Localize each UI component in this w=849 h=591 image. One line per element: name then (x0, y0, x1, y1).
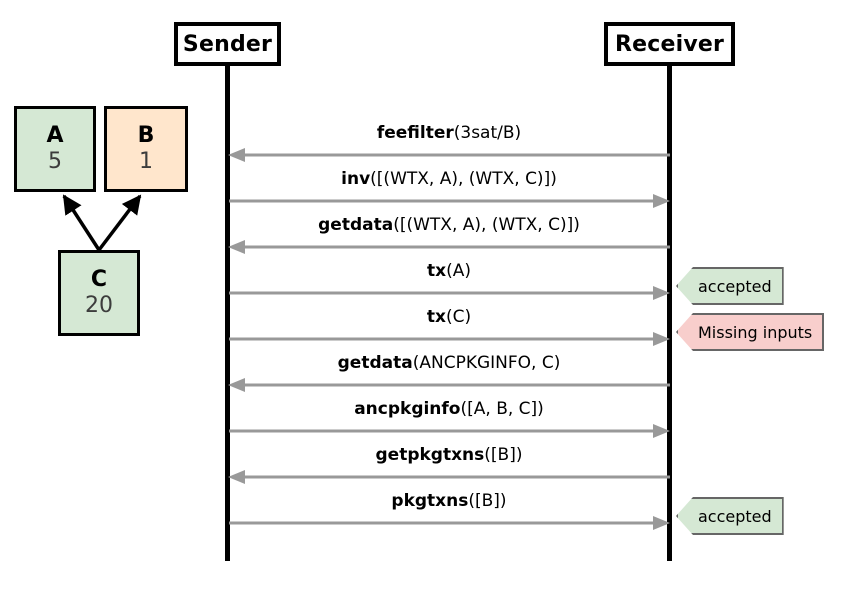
status-badge-accepted: accepted (676, 267, 784, 305)
tx-b-value: 1 (139, 148, 153, 174)
message-args: ([B]) (468, 491, 507, 511)
status-badge-label: accepted (698, 506, 772, 526)
status-badge-label: Missing inputs (698, 322, 813, 342)
message-label: tx(C) (228, 306, 670, 328)
message-arrow-receiver-to-sender (228, 470, 670, 484)
message-arrow-sender-to-receiver (229, 286, 670, 300)
tx-c-value: 20 (85, 292, 113, 318)
message-name: getdata (318, 215, 394, 235)
message-getpkgtxns: getpkgtxns([B]) (228, 444, 670, 490)
message-args: ([(WTX, A), (WTX, C)]) (370, 169, 557, 189)
message-name: ancpkginfo (354, 399, 461, 419)
message-arrow-receiver-to-sender (228, 240, 670, 254)
message-arrow-sender-to-receiver (229, 424, 670, 438)
tx-a-value: 5 (48, 148, 62, 174)
message-args: (C) (445, 307, 472, 327)
message-label: getdata(ANCPKGINFO, C) (228, 352, 670, 374)
message-arrow-sender-to-receiver (229, 194, 670, 208)
message-args: ([A, B, C]) (460, 399, 544, 419)
actor-sender-label: Sender (182, 31, 273, 57)
message-inv: inv([(WTX, A), (WTX, C)]) (228, 168, 670, 214)
message-args: (3sat/B) (453, 123, 522, 143)
message-args: ([B]) (484, 445, 523, 465)
message-pkgtxns: pkgtxns([B]) (228, 490, 670, 536)
tx-box-b: B 1 (104, 106, 188, 192)
status-badge-label: accepted (698, 276, 772, 296)
message-label: pkgtxns([B]) (228, 490, 670, 512)
message-label: tx(A) (228, 260, 670, 282)
message-label: getdata([(WTX, A), (WTX, C)]) (228, 214, 670, 236)
message-label: feefilter(3sat/B) (228, 122, 670, 144)
tx-box-c: C 20 (58, 250, 140, 336)
message-arrow-sender-to-receiver (229, 332, 670, 346)
message-arrow-receiver-to-sender (228, 148, 670, 162)
message-label: ancpkginfo([A, B, C]) (228, 398, 670, 420)
message-label: inv([(WTX, A), (WTX, C)]) (228, 168, 670, 190)
message-arrow-receiver-to-sender (228, 378, 670, 392)
message-getdata: getdata([(WTX, A), (WTX, C)]) (228, 214, 670, 260)
message-label: getpkgtxns([B]) (228, 444, 670, 466)
message-feefilter: feefilter(3sat/B) (228, 122, 670, 168)
message-args: (ANCPKGINFO, C) (412, 353, 561, 373)
tx-a-name: A (46, 122, 64, 148)
actor-receiver-label: Receiver (614, 31, 725, 57)
status-badge-rejected: Missing inputs (676, 313, 825, 351)
message-name: tx (426, 307, 446, 327)
status-badge-accepted: accepted (676, 497, 784, 535)
lifeline-receiver (667, 66, 672, 561)
message-ancpkginfo: ancpkginfo([A, B, C]) (228, 398, 670, 444)
message-args: (A) (446, 261, 471, 281)
tx-box-a: A 5 (14, 106, 96, 192)
message-tx: tx(C) (228, 306, 670, 352)
message-arrow-sender-to-receiver (229, 516, 670, 530)
message-name: getdata (337, 353, 413, 373)
message-name: getpkgtxns (375, 445, 485, 465)
message-name: pkgtxns (391, 491, 469, 511)
tx-c-name: C (90, 266, 108, 292)
message-args: ([(WTX, A), (WTX, C)]) (393, 215, 580, 235)
actor-sender: Sender (174, 22, 281, 66)
actor-receiver: Receiver (604, 22, 735, 66)
lifeline-sender (225, 66, 230, 561)
message-name: inv (341, 169, 371, 189)
tx-b-name: B (137, 122, 155, 148)
message-name: feefilter (376, 123, 454, 143)
message-getdata: getdata(ANCPKGINFO, C) (228, 352, 670, 398)
message-tx: tx(A) (228, 260, 670, 306)
message-name: tx (427, 261, 447, 281)
